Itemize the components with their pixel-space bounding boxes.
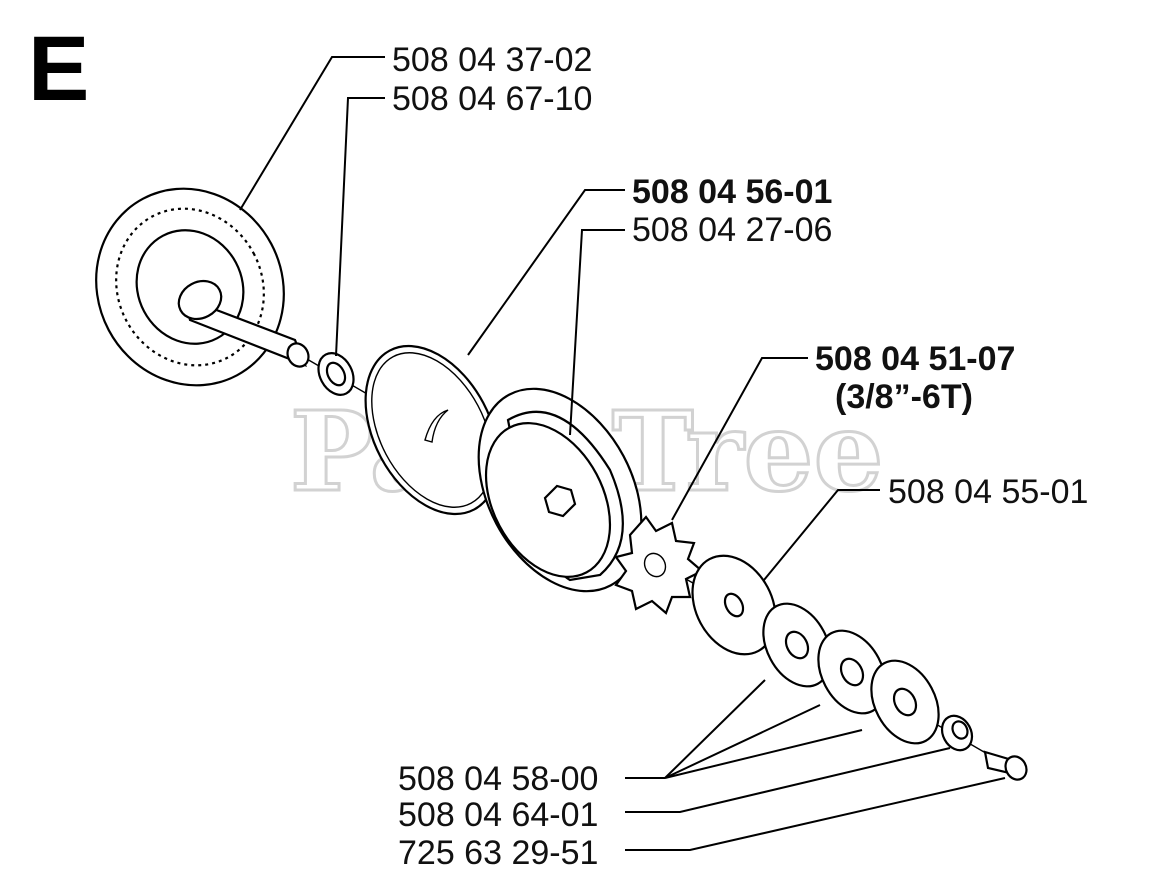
callout-sprocket-spec: (3/8”-6T) <box>835 378 973 416</box>
leader-line-clutch-drum <box>569 229 625 436</box>
leader-line-screw <box>625 777 1006 851</box>
clutch-drum-part <box>477 387 643 593</box>
callout-clutch-drum: 508 04 27-06 <box>632 211 832 249</box>
callout-sprocket: 508 04 51-07 <box>815 340 1015 378</box>
screw-part <box>983 750 1028 781</box>
sprocket-part <box>614 515 704 615</box>
leader-line-washers-b <box>664 704 821 779</box>
clutch-plate-part <box>364 344 500 516</box>
gear-washer-part <box>317 352 355 396</box>
leader-line-washers-c <box>664 729 863 779</box>
callout-washers: 508 04 58-00 <box>398 760 598 798</box>
section-letter: E <box>28 18 89 120</box>
callout-bevel-gear: 508 04 37-02 <box>392 41 592 79</box>
callout-gear-washer: 508 04 67-10 <box>392 80 592 118</box>
leader-line-bushing <box>625 747 951 813</box>
leader-line-large-washer <box>763 489 880 581</box>
leader-line-washers-a <box>664 679 766 779</box>
callout-screw: 725 63 29-51 <box>398 834 598 872</box>
leader-line-clutch-plate <box>467 189 625 356</box>
callout-large-washer: 508 04 55-01 <box>888 473 1088 511</box>
callout-clutch-plate: 508 04 56-01 <box>632 173 832 211</box>
callout-bushing: 508 04 64-01 <box>398 796 598 834</box>
bevel-gear-part <box>95 187 310 387</box>
leader-line-bevel-gear <box>239 56 385 211</box>
leader-line-sprocket <box>671 357 808 521</box>
washer-set-part <box>762 602 940 745</box>
large-washer-part <box>691 554 777 656</box>
bushing-part <box>940 714 974 752</box>
leader-line-gear-washer <box>335 97 385 357</box>
